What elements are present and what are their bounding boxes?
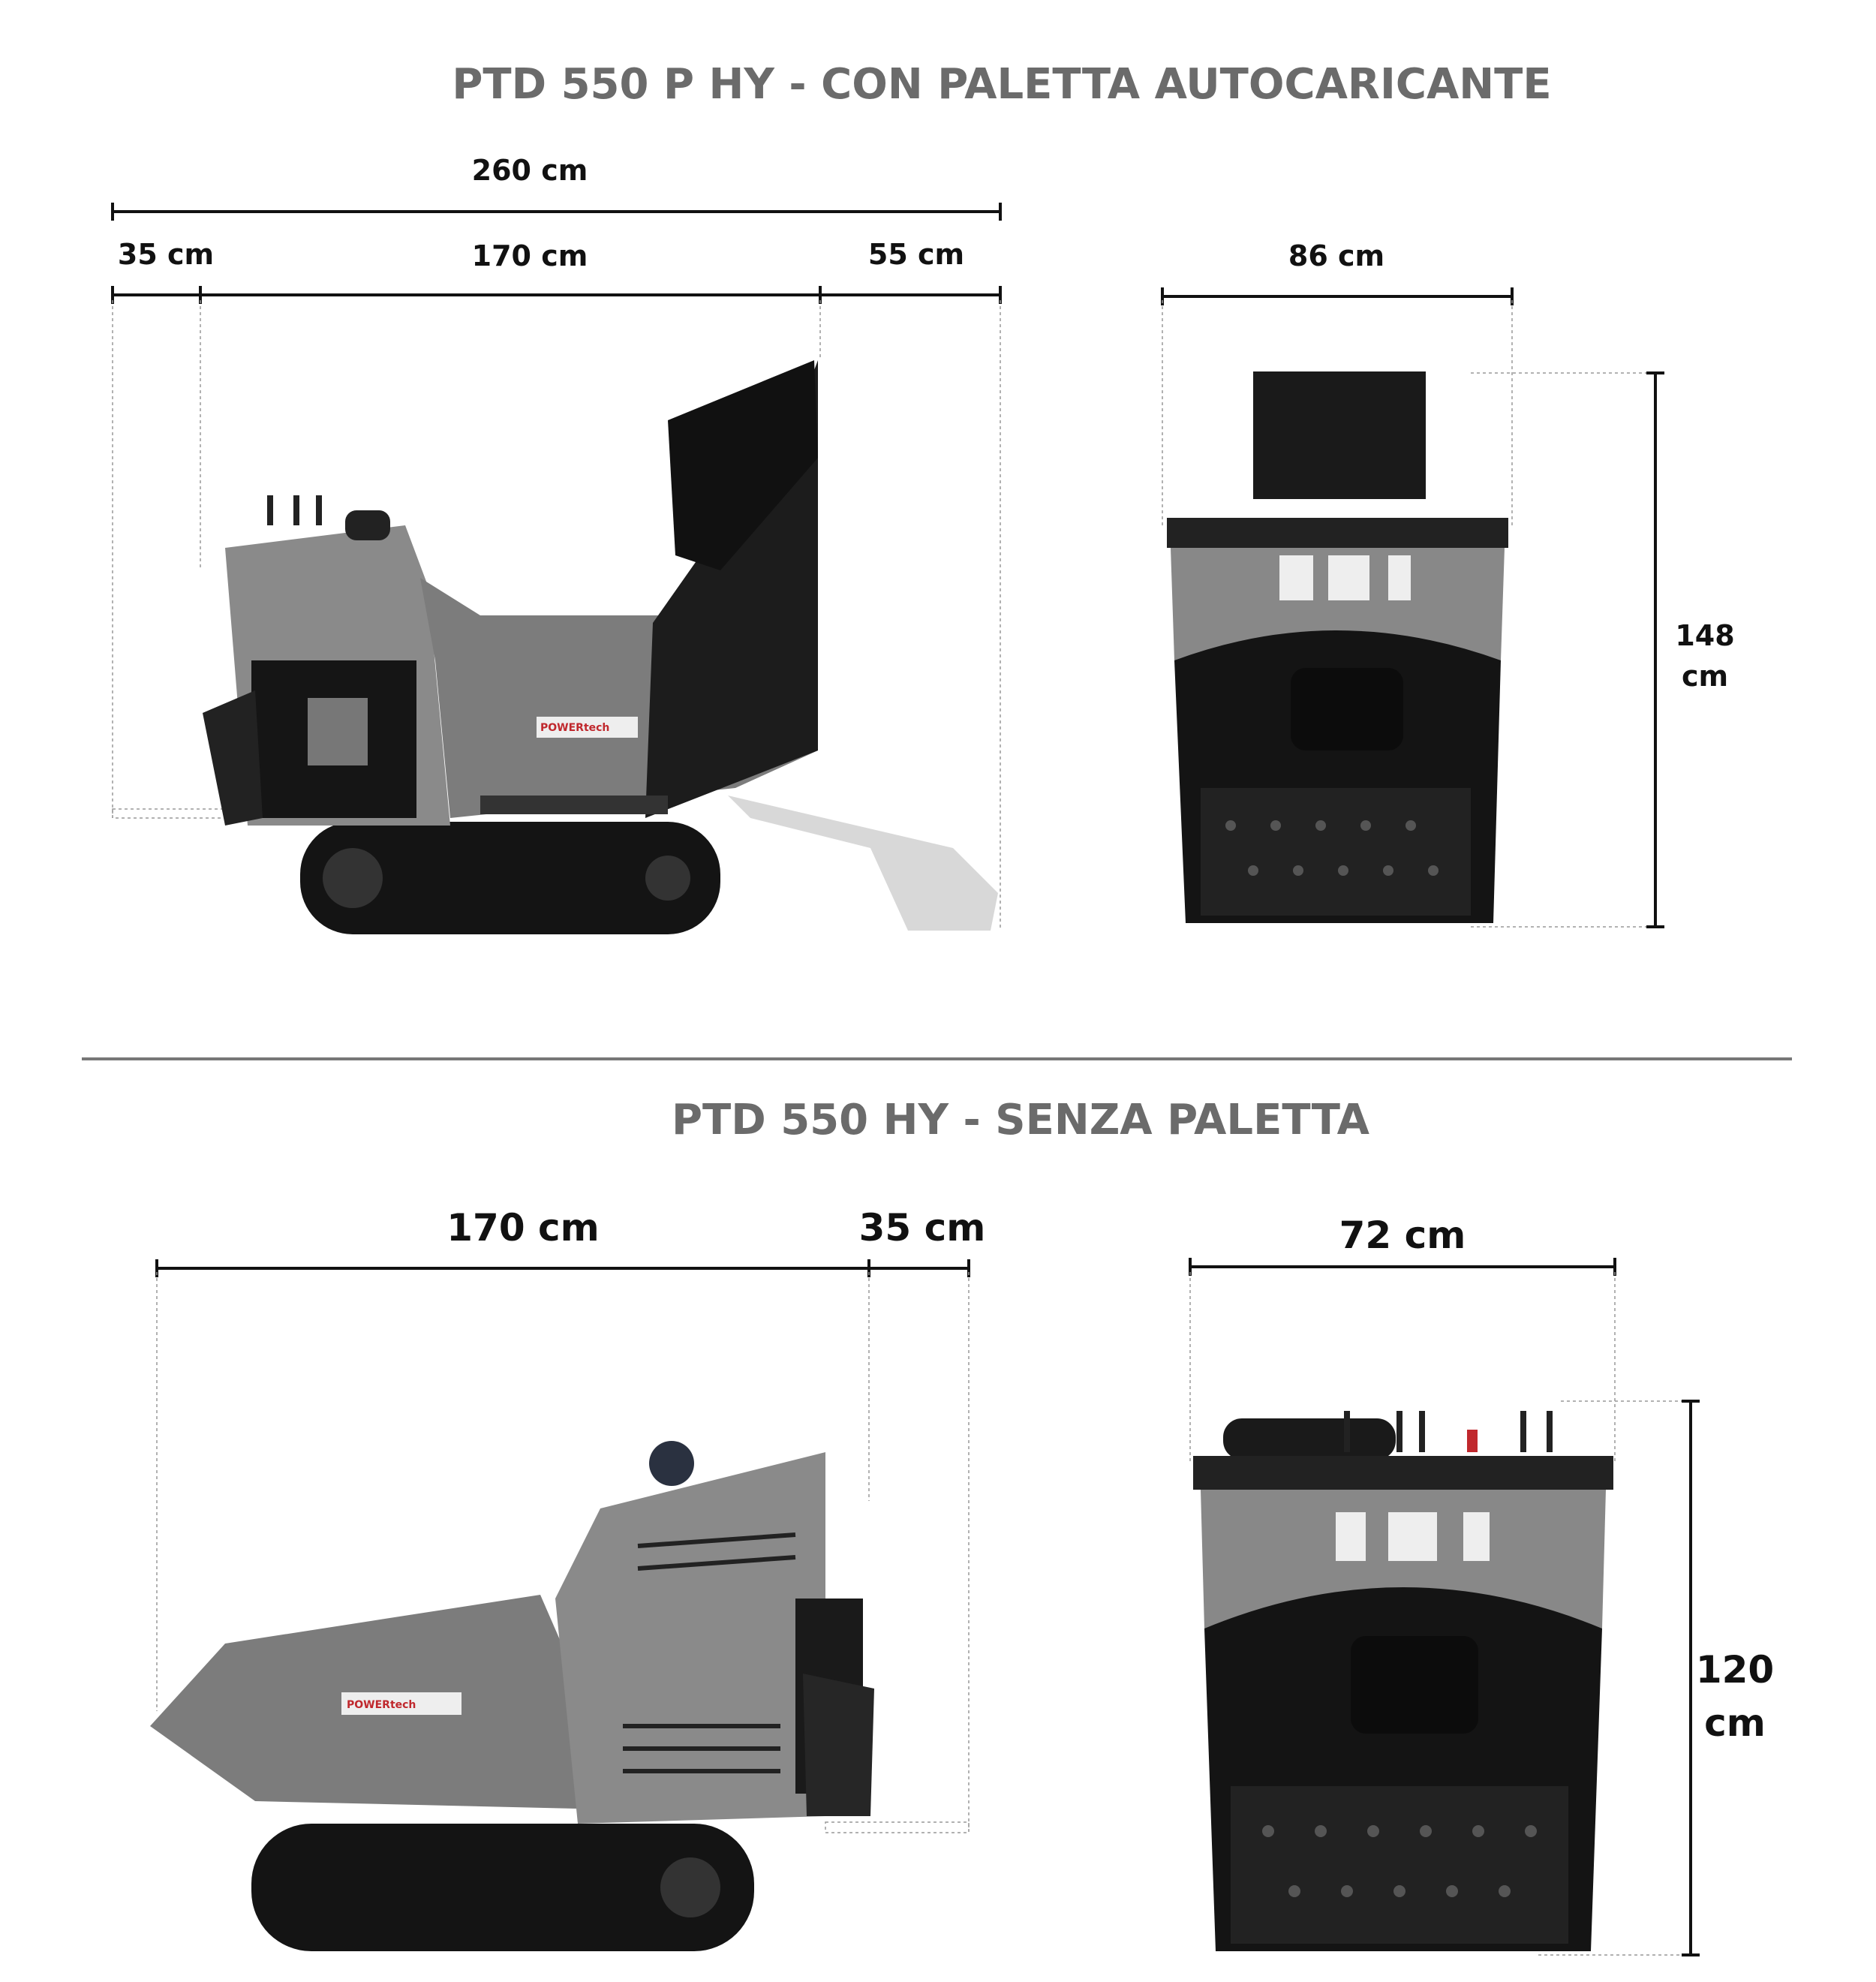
segment-length-line xyxy=(111,286,1002,304)
bottom-length-line xyxy=(155,1259,970,1833)
brand-label: POWERtech xyxy=(540,722,609,734)
front-height-value-bottom: 120 xyxy=(1696,1648,1774,1692)
machine-front-view-with-shovel xyxy=(1167,371,1508,923)
brand-label-bottom: POWERtech xyxy=(347,1699,416,1711)
total-length-line xyxy=(111,203,1002,221)
machine-side-view-without-shovel: POWERtech xyxy=(150,1441,874,1951)
front-width-label: 86 cm xyxy=(1288,239,1384,272)
front-height-unit-bottom: cm xyxy=(1704,1701,1766,1745)
front-width-line-bottom xyxy=(1189,1258,1691,1956)
total-length-label: 260 cm xyxy=(472,154,588,187)
machine-side-view-with-shovel: POWERtech xyxy=(203,360,998,934)
front-length-label: 35 cm xyxy=(118,238,214,271)
rear-length-label-bottom: 35 cm xyxy=(859,1206,986,1250)
front-width-label-bottom: 72 cm xyxy=(1339,1214,1466,1257)
front-height-unit: cm xyxy=(1682,660,1728,693)
front-width-line xyxy=(1161,287,1655,928)
front-height-line-bottom xyxy=(1682,1400,1700,1956)
body-length-label-bottom: 170 cm xyxy=(446,1206,600,1250)
front-height-line xyxy=(1646,371,1664,928)
machine-front-view-without-shovel xyxy=(1193,1411,1613,1951)
body-length-label: 170 cm xyxy=(472,239,588,272)
shovel-length-label: 55 cm xyxy=(868,238,964,271)
front-height-value: 148 xyxy=(1675,619,1734,652)
top-section-title: PTD 550 P HY - CON PALETTA AUTOCARICANTE xyxy=(452,60,1551,109)
bottom-section-title: PTD 550 HY - SENZA PALETTA xyxy=(672,1096,1370,1144)
